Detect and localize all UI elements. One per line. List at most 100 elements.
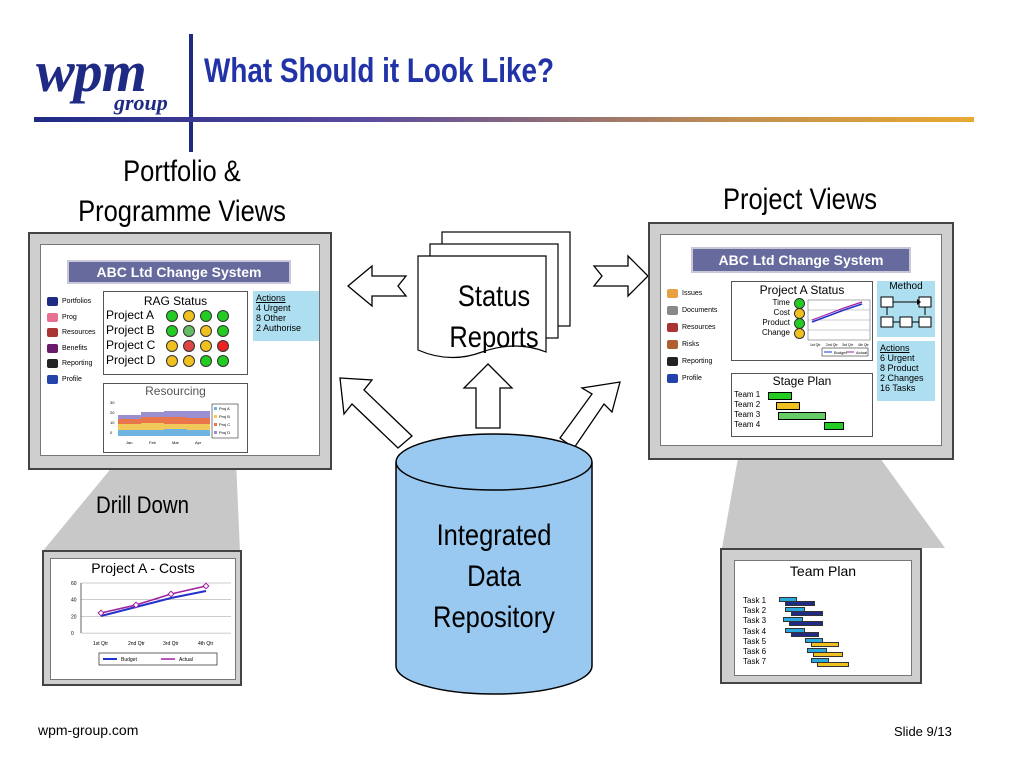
left-menu-profile[interactable]: Profile	[47, 374, 82, 384]
right-menu-label: Resources	[682, 324, 716, 331]
costs-actual-marker	[97, 609, 105, 617]
resources-icon	[47, 328, 58, 337]
status-reports-label: Status Reports	[411, 276, 578, 358]
resourcing-bar-segment	[118, 424, 141, 430]
resourcing-legend-label: Proj A	[219, 406, 230, 411]
rag-status-dot	[217, 325, 229, 337]
profile-icon	[47, 374, 58, 384]
resourcing-bar-segment	[164, 411, 187, 417]
right-menu-resources[interactable]: Resources	[667, 323, 715, 332]
right-menu-profile[interactable]: Profile	[667, 374, 702, 383]
right-menu-reporting[interactable]: Reporting	[667, 357, 712, 366]
documents-icon	[667, 306, 678, 315]
costs-xtick: 1st Qtr	[93, 641, 108, 647]
team-task-label: Task 3	[743, 616, 767, 626]
resourcing-legend-swatch	[214, 423, 217, 426]
resourcing-legend-label: Proj B	[219, 414, 230, 419]
rag-status-dot	[217, 310, 229, 322]
left-actions-title: Actions	[256, 293, 286, 303]
left-menu-benefits[interactable]: Benefits	[47, 343, 88, 353]
double-arrow-right-icon	[592, 254, 649, 298]
left-menu-resources[interactable]: Resources	[47, 328, 95, 337]
costs-ytick: 40	[71, 598, 77, 604]
team-task-label: Task 1	[743, 596, 767, 605]
right-menu-issues[interactable]: Issues	[667, 289, 702, 298]
profile-icon	[667, 374, 678, 383]
resourcing-bar-segment	[164, 424, 187, 429]
resourcing-xtick: Feb	[149, 440, 157, 445]
status-actual-line	[811, 301, 863, 321]
repository-line3: Repository	[433, 601, 555, 634]
team-task-label: Task 4	[743, 626, 767, 636]
repository-label: Integrated Data Repository	[411, 515, 578, 638]
left-menu-label: Resources	[62, 329, 96, 336]
right-menu-documents[interactable]: Documents	[667, 306, 717, 315]
footer-website[interactable]: wpm-group.com	[38, 722, 139, 738]
double-arrow-left-icon	[346, 264, 408, 308]
resourcing-legend-swatch	[214, 407, 217, 410]
resourcing-bar-segment	[164, 429, 187, 436]
left-menu-label: Prog	[62, 313, 77, 321]
slide-number: Slide 9/13	[894, 724, 952, 739]
right-actions-title: Actions	[880, 343, 910, 353]
costs-legend-budget: Budget	[121, 657, 137, 663]
status-budget-line	[811, 303, 863, 323]
resourcing-bar-segment	[164, 417, 187, 424]
left-menu-prog[interactable]: Prog	[47, 312, 77, 322]
resourcing-bar-segment	[141, 412, 164, 417]
resourcing-legend-swatch	[214, 431, 217, 434]
stage-plan-title: Stage Plan	[772, 374, 832, 388]
team-task-label: Task 7	[743, 657, 767, 667]
resourcing-xtick: Jan	[126, 440, 132, 445]
issues-icon	[667, 289, 678, 298]
action-item: 6 Urgent	[880, 353, 915, 363]
left-menu-portfolios[interactable]: Portfolios	[47, 297, 91, 306]
team-task-label: Task 5	[743, 636, 767, 646]
costs-ytick: 0	[71, 631, 74, 637]
left-menu-label: Profile	[62, 375, 82, 383]
status-dot	[794, 328, 805, 339]
resourcing-title: Resourcing	[145, 384, 206, 398]
prog-icon	[47, 312, 58, 322]
costs-title: Project A - Costs	[91, 560, 195, 576]
drill-down-label: Drill Down	[96, 492, 189, 519]
resourcing-legend-label: Proj C	[219, 422, 230, 427]
logo-sub-text: group	[114, 90, 168, 115]
left-menu-label: Reporting	[62, 360, 93, 367]
left-menu-reporting[interactable]: Reporting	[47, 359, 92, 368]
rag-status-dot	[166, 325, 178, 337]
stage-gantt-bar	[778, 412, 826, 420]
rag-status-title: RAG Status	[143, 294, 208, 308]
costs-actual-marker	[132, 601, 140, 609]
status-reports-line2: Reports	[449, 321, 539, 354]
resourcing-legend-swatch	[214, 415, 217, 418]
team-gantt-bar-actual	[789, 621, 823, 627]
rag-project-label: Project D	[106, 353, 156, 367]
stage-gantt-bar	[776, 402, 800, 410]
stage-gantt-bar	[768, 392, 792, 400]
right-drill-beam	[722, 458, 945, 548]
costs-budget-line	[100, 590, 207, 617]
rag-status-dot	[200, 325, 212, 337]
risks-icon	[667, 340, 678, 349]
resourcing-ytick: 0	[110, 430, 113, 435]
left-menu-label: Benefits	[62, 344, 88, 352]
costs-xtick: 2nd Qtr	[128, 641, 145, 647]
right-menu-risks[interactable]: Risks	[667, 340, 699, 349]
rag-status-dot	[166, 340, 178, 352]
resourcing-legend-label: Proj D	[219, 430, 230, 435]
portfolio-heading-line2: Programme Views	[78, 195, 286, 228]
status-xtick: 4th Qtr	[858, 343, 870, 347]
diagonal-arrow-left-icon	[339, 377, 413, 449]
project-status-title: Project A Status	[759, 283, 845, 297]
repository-line1: Integrated	[436, 519, 552, 552]
